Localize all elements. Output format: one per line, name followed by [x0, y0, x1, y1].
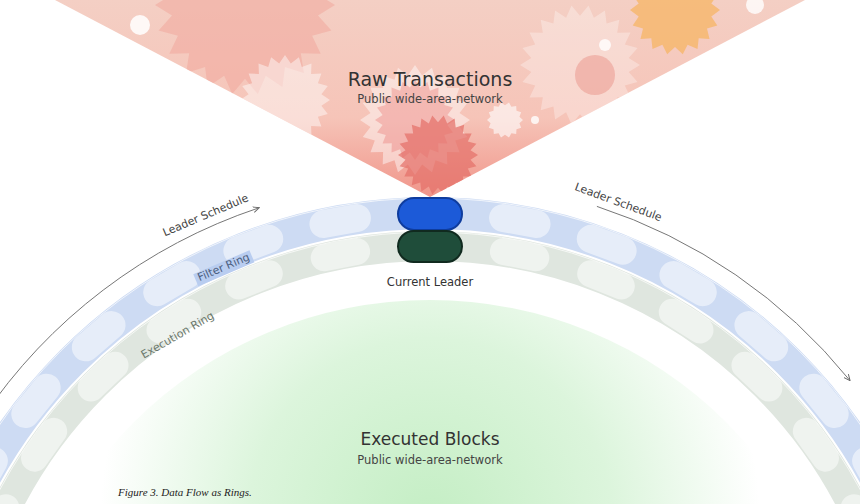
source-funnel: Raw TransactionsPublic wide-area-network	[55, 0, 805, 197]
node-subtitle: Public wide-area-network	[357, 93, 502, 106]
figure-caption: Figure 3. Data Flow as Rings.	[118, 486, 252, 499]
leader-label: Current Leader	[387, 276, 473, 289]
schedule-label: Leader Schedule	[161, 192, 250, 239]
schedule-label: Leader Schedule	[573, 181, 664, 224]
node-title: Executed Blocks	[360, 430, 499, 450]
leader-execution-pill	[398, 231, 462, 262]
node-subtitle: Public wide-area-network	[357, 454, 502, 467]
leader-filter-pill	[398, 198, 462, 230]
node-title: Raw Transactions	[348, 69, 513, 91]
